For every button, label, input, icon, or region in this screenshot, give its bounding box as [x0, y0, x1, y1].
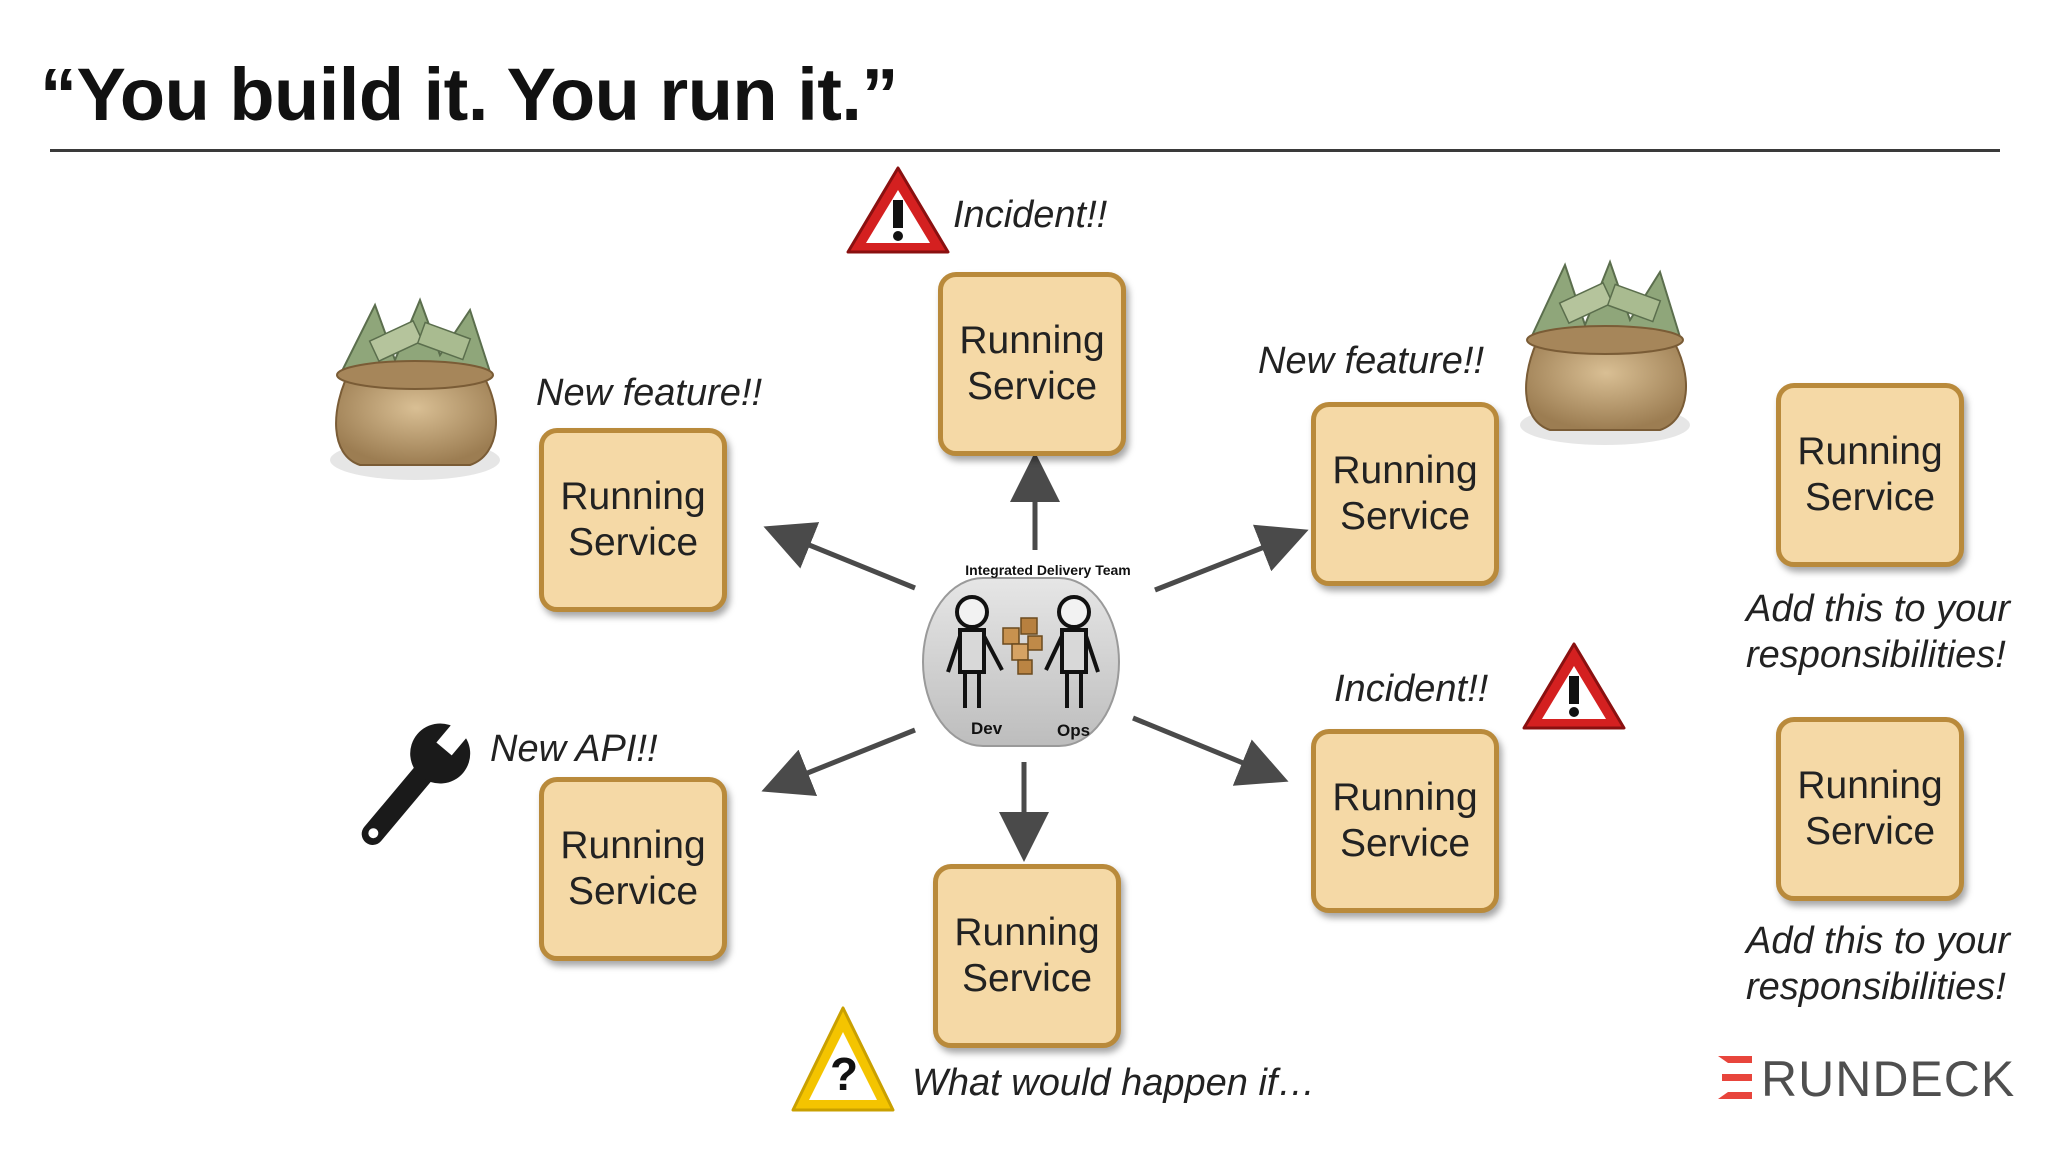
caption-incident: Incident!!	[953, 194, 1108, 236]
question-warning-icon: ?	[791, 1006, 895, 1112]
caption-what-if: What would happen if…	[912, 1062, 1316, 1104]
caption-new-feature: New feature!!	[536, 372, 762, 414]
ops-figure-icon	[1044, 595, 1100, 708]
service-label: Service	[961, 957, 1093, 1000]
arrow-down-right	[1132, 715, 1289, 786]
service-label: Service	[567, 521, 699, 564]
service-label: Running	[1332, 776, 1478, 819]
arrow-up-right	[1154, 524, 1309, 593]
service-label: Running	[959, 319, 1105, 362]
service-label: Service	[1339, 822, 1471, 865]
warning-icon	[1522, 642, 1626, 730]
caption-line: Add this to your	[1746, 588, 2011, 630]
team-title: Integrated Delivery Team	[965, 562, 1131, 578]
caption-add-responsibility: Add this to your responsibilities!	[1746, 918, 2010, 1010]
service-label: Running	[954, 911, 1100, 954]
caption-line: Add this to your	[1746, 920, 2011, 962]
caption-add-responsibility: Add this to your responsibilities!	[1746, 586, 2010, 678]
service-label: Running	[560, 475, 706, 518]
service-label: Running	[560, 824, 706, 867]
service-label: Service	[1339, 495, 1471, 538]
ops-label: Ops	[1057, 721, 1090, 740]
caption-new-api: New API!!	[490, 728, 658, 770]
svg-text:?: ?	[830, 1048, 858, 1100]
service-label: Running	[1797, 764, 1943, 807]
integrated-team-icon: Dev Ops	[922, 577, 1120, 747]
arrow-up-left	[763, 522, 916, 591]
caption-line: responsibilities!	[1746, 634, 2006, 676]
title-divider	[50, 149, 2000, 152]
caption-line: responsibilities!	[1746, 966, 2006, 1008]
warning-icon	[846, 166, 950, 254]
service-label: Running	[1332, 449, 1478, 492]
service-label: Service	[1804, 476, 1936, 519]
money-bag-icon	[330, 297, 500, 480]
packages-icon	[1002, 617, 1043, 675]
rundeck-logo: RUNDECK	[1717, 1050, 2015, 1108]
money-bag-icon	[1520, 259, 1690, 445]
service-label: Service	[1804, 810, 1936, 853]
service-label: Running	[1797, 430, 1943, 473]
dev-label: Dev	[971, 719, 1003, 738]
caption-incident: Incident!!	[1334, 668, 1489, 710]
rundeck-logo-icon	[1718, 1056, 1752, 1099]
wrench-icon	[361, 717, 473, 845]
dev-figure-icon	[946, 595, 1004, 708]
arrow-down-left	[761, 727, 916, 797]
service-label: Service	[966, 365, 1098, 408]
slide-title: “You build it. You run it.”	[40, 53, 898, 136]
caption-new-feature: New feature!!	[1258, 340, 1484, 382]
service-label: Service	[567, 870, 699, 913]
rundeck-logo-text: RUNDECK	[1761, 1051, 2016, 1107]
